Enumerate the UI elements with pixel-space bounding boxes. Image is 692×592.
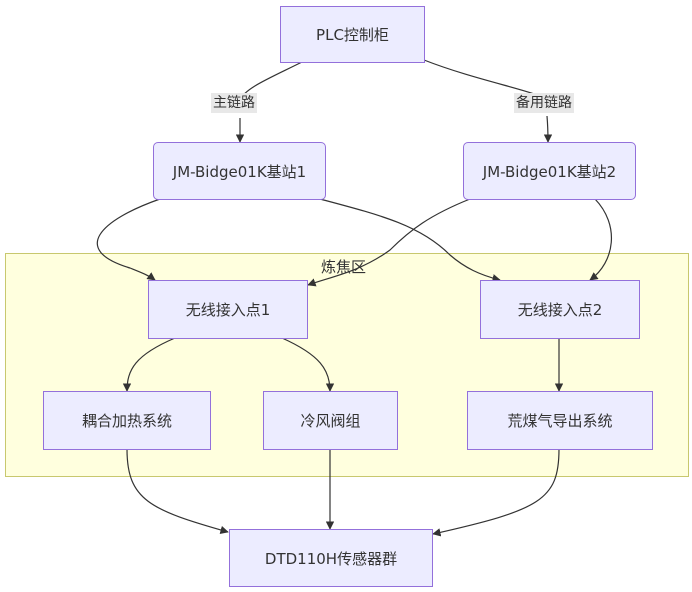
edge-jm1-ap2 <box>319 198 501 283</box>
node-raw-gas-export-system[interactable]: 荒煤气导出系统 <box>467 391 653 450</box>
edge-heat-dtd <box>126 448 229 534</box>
subgraph-title: 炼焦区 <box>321 258 367 276</box>
node-coupled-heating-system[interactable]: 耦合加热系统 <box>43 391 211 450</box>
node-access-point-2[interactable]: 无线接入点2 <box>480 280 640 339</box>
edge-gas-dtd <box>432 448 560 537</box>
edge-jm1-ap1 <box>96 198 161 281</box>
edge-ap1-heat <box>122 337 176 392</box>
node-base-station-2[interactable]: JM-Bidge01K基站2 <box>463 142 636 200</box>
node-cold-air-valve-group[interactable]: 冷风阀组 <box>263 391 398 450</box>
node-base-station-1[interactable]: JM-Bidge01K基站1 <box>153 142 326 200</box>
edge-jm2-ap2 <box>589 198 613 281</box>
node-dtd110h-sensor-group[interactable]: DTD110H传感器群 <box>229 529 433 587</box>
node-access-point-1[interactable]: 无线接入点1 <box>148 280 308 339</box>
edge-jm2-ap1 <box>307 198 471 287</box>
edge-ap1-cold <box>281 337 335 392</box>
edge-label-main-link: 主链路 <box>211 93 257 113</box>
edge-label-backup-link: 备用链路 <box>514 93 574 113</box>
node-plc-cabinet[interactable]: PLC控制柜 <box>280 6 425 63</box>
